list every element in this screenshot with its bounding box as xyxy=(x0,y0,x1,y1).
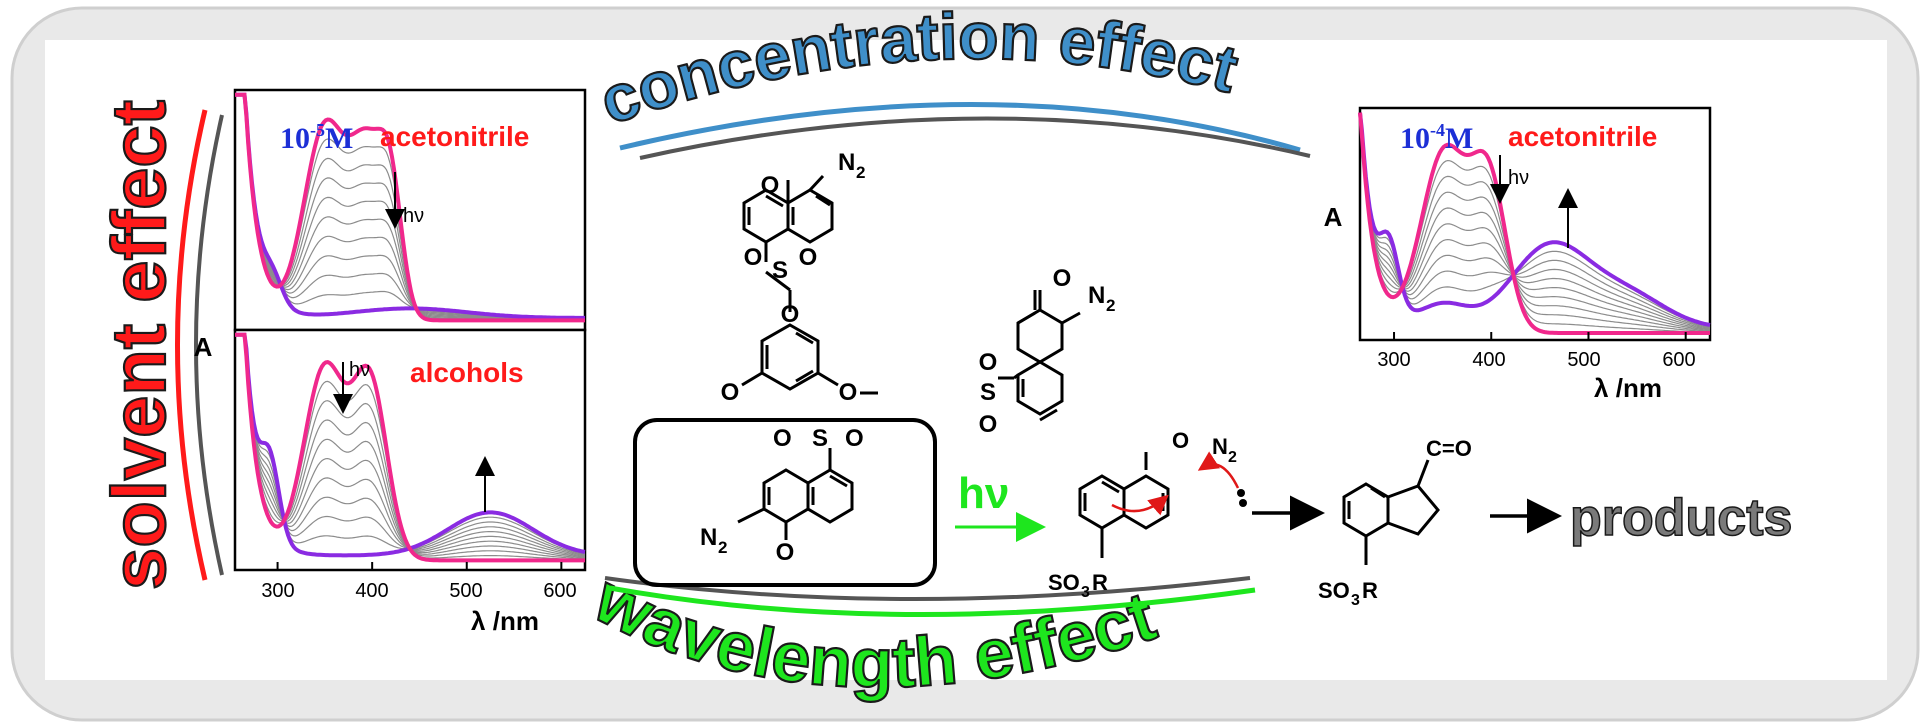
svg-text:O: O xyxy=(781,301,800,328)
right-concentration-label: 10-4M xyxy=(1400,120,1473,155)
right-initial-curve xyxy=(1358,112,1710,335)
intermediate-curve xyxy=(1359,112,1711,328)
bottom-solvent-label: alcohols xyxy=(410,357,524,388)
top-concentration-label: 10-5M xyxy=(280,120,353,155)
svg-text:O: O xyxy=(744,244,763,271)
right-x-ticks xyxy=(1393,332,1687,340)
solvent-bracket-red xyxy=(175,109,208,581)
svg-text:O: O xyxy=(773,425,792,452)
top-hv-label: hν xyxy=(403,205,424,227)
intermediate-curve xyxy=(1359,112,1711,330)
solvent-effect-heading-group: solvent effect xyxy=(96,99,183,591)
svg-text:O: O xyxy=(845,425,864,452)
bottom-initial-curve xyxy=(235,332,585,563)
left-y-axis-label: A xyxy=(194,332,213,362)
svg-text:O: O xyxy=(1172,428,1189,453)
svg-text:N: N xyxy=(838,149,855,176)
left-spectra: 10-5M acetonitrile hν alcohols hν 300 40… xyxy=(194,88,587,636)
right-hv-label: hν xyxy=(1508,167,1529,189)
svg-text:S: S xyxy=(772,257,788,284)
carbene-lone-pair-bottom xyxy=(1239,499,1247,507)
intermediate-curve xyxy=(1359,112,1711,331)
left-x-ticks xyxy=(276,562,563,570)
right-final-curve xyxy=(1358,112,1711,327)
svg-text:O: O xyxy=(761,172,780,199)
svg-text:R: R xyxy=(1092,570,1108,595)
right-solvent-label: acetonitrile xyxy=(1508,121,1657,152)
left-x-tick-400: 400 xyxy=(355,580,388,602)
svg-text:O: O xyxy=(979,349,998,376)
svg-text:R: R xyxy=(1362,578,1378,603)
concentration-underline-grey xyxy=(639,116,1311,160)
carbene-lone-pair-top xyxy=(1237,489,1245,497)
top-solvent-label: acetonitrile xyxy=(380,121,529,152)
svg-text:S: S xyxy=(812,425,828,452)
svg-text:C=O: C=O xyxy=(1426,436,1472,461)
svg-text:S: S xyxy=(980,379,996,406)
central-benzene xyxy=(760,323,820,391)
intermediate-curve xyxy=(1359,112,1711,329)
boxed-unit-structure xyxy=(737,448,854,540)
right-spectra: 10-4M acetonitrile hν 300 400 500 600 λ … xyxy=(1324,106,1712,403)
intermediate-curve xyxy=(1359,112,1711,328)
svg-text:N: N xyxy=(1212,434,1228,459)
intermediate-curve xyxy=(1359,112,1710,332)
electron-push-arrow xyxy=(1111,494,1169,516)
right-intermediate-curves xyxy=(1359,112,1711,333)
svg-text:3: 3 xyxy=(1351,592,1360,609)
svg-text:3: 3 xyxy=(1081,584,1090,601)
intermediate-curve xyxy=(1359,112,1711,327)
solvent-effect-heading: solvent effect xyxy=(97,100,182,590)
top-final-curve xyxy=(235,92,585,320)
svg-text:N: N xyxy=(700,524,717,551)
left-x-tick-600: 600 xyxy=(543,580,576,602)
svg-text:2: 2 xyxy=(856,163,865,182)
right-x-axis-label: λ /nm xyxy=(1594,373,1662,403)
right-x-tick-300: 300 xyxy=(1377,349,1410,371)
svg-text:O: O xyxy=(776,539,795,566)
svg-text:2: 2 xyxy=(718,538,727,557)
svg-text:O: O xyxy=(979,411,998,438)
svg-text:N: N xyxy=(1088,282,1105,309)
svg-text:2: 2 xyxy=(1106,296,1115,315)
trisulfonate-structure xyxy=(741,174,1081,422)
right-x-tick-400: 400 xyxy=(1472,349,1505,371)
highlight-box xyxy=(633,418,937,587)
left-x-tick-500: 500 xyxy=(449,580,482,602)
svg-text:O: O xyxy=(721,379,740,406)
wavelength-underline-green xyxy=(609,585,1256,617)
n2-leaving-arrow xyxy=(1197,451,1240,489)
ketene-structure xyxy=(1342,459,1440,565)
svg-text:O: O xyxy=(839,379,858,406)
left-x-axis-label: λ /nm xyxy=(471,606,539,636)
svg-text:2: 2 xyxy=(1228,449,1237,466)
svg-text:SO: SO xyxy=(1048,570,1080,595)
bottom-hv-label: hν xyxy=(349,359,370,381)
wavelength-underline-grey xyxy=(604,576,1251,601)
top-initial-curve xyxy=(235,92,585,323)
carbene-intermediate xyxy=(1078,452,1170,558)
svg-text:O: O xyxy=(799,244,818,271)
hv-irradiation-label: hν xyxy=(958,469,1009,518)
right-y-axis-label: A xyxy=(1324,202,1343,232)
concentration-underline-blue xyxy=(619,102,1301,153)
solvent-bracket-grey xyxy=(194,114,224,576)
svg-text:SO: SO xyxy=(1318,578,1350,603)
products-label: products xyxy=(1570,489,1792,547)
right-x-tick-500: 500 xyxy=(1567,349,1600,371)
right-x-tick-600: 600 xyxy=(1662,349,1695,371)
svg-text:O: O xyxy=(1053,265,1072,292)
intermediate-curve xyxy=(1359,112,1711,332)
left-x-tick-300: 300 xyxy=(261,580,294,602)
